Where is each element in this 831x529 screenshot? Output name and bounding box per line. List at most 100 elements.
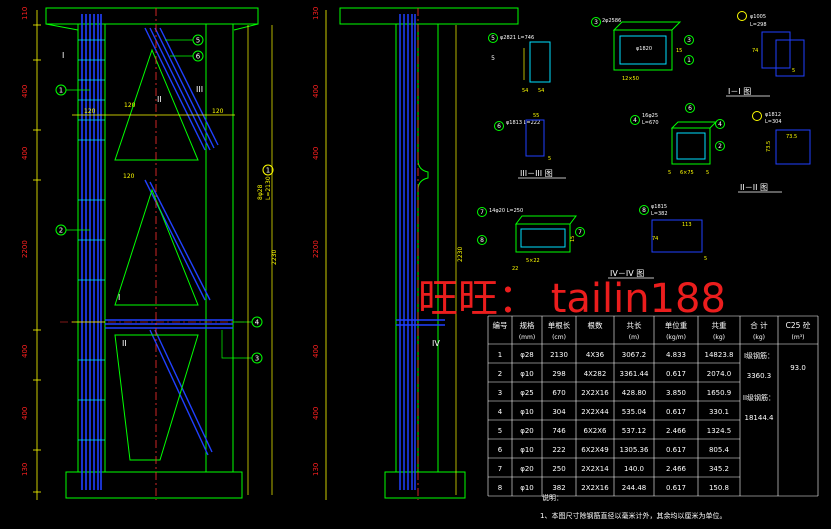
svg-text:2φ2586: 2φ2586 <box>602 18 621 24</box>
svg-text:5: 5 <box>548 156 551 162</box>
table-cell-5-2: 222 <box>552 446 565 454</box>
table-cell-1-5: 0.617 <box>666 370 686 378</box>
svg-text:113: 113 <box>682 222 692 228</box>
svg-text:73.5: 73.5 <box>766 141 772 152</box>
svg-text:6: 6 <box>196 53 201 61</box>
dim-right-4: 400 <box>312 345 320 358</box>
table-cell-5-0: 6 <box>498 446 503 454</box>
svg-text:1: 1 <box>687 57 691 64</box>
small-dim-0: 120 <box>84 108 96 115</box>
section-III-title: III－III 图 <box>520 169 553 178</box>
svg-text:55: 55 <box>533 113 539 119</box>
table-total-label-1: I级钢筋： <box>744 351 774 360</box>
table-cell-4-6: 1324.5 <box>707 427 732 435</box>
table-header-unit-2: (cm) <box>552 334 566 341</box>
table-cell-5-5: 0.617 <box>666 446 686 454</box>
svg-text:L=670: L=670 <box>642 120 659 126</box>
dim-right-3: 2200 <box>312 240 320 258</box>
bar-note-1: 8φ28 <box>257 184 264 200</box>
svg-text:φ1815: φ1815 <box>651 204 667 210</box>
svg-text:16φ25: 16φ25 <box>642 113 658 119</box>
table-header-unit-4: (m) <box>629 334 640 341</box>
table-concrete-value: 93.0 <box>790 364 806 372</box>
section-II-title: II－II 图 <box>740 183 768 192</box>
svg-text:3: 3 <box>594 19 598 26</box>
notes-line-1: 1、本图尺寸除钢筋直径以毫米计外，其余均以厘米为单位。 <box>540 511 726 520</box>
table-cell-2-5: 3.850 <box>666 389 686 397</box>
table-cell-1-4: 3361.44 <box>620 370 649 378</box>
right-part-mark: 1 <box>266 167 270 175</box>
svg-text:7: 7 <box>578 229 582 236</box>
svg-text:5: 5 <box>706 170 709 176</box>
table-header-7: 合 计 <box>750 320 768 330</box>
svg-text:4: 4 <box>633 117 637 124</box>
part-mark-1: 1 <box>55 84 90 96</box>
table-cell-0-2: 2130 <box>550 351 568 359</box>
table-cell-7-0: 8 <box>498 484 502 492</box>
dim-right-2: 400 <box>312 147 320 160</box>
svg-text:54: 54 <box>538 88 544 94</box>
svg-text:φ1813 L=222: φ1813 L=222 <box>506 120 540 126</box>
table-header-5: 单位重 <box>665 320 688 330</box>
table-total-value-2: 18144.4 <box>745 414 774 422</box>
svg-text:4: 4 <box>255 319 260 327</box>
dim-left-1: 400 <box>21 85 29 98</box>
svg-text:5: 5 <box>491 55 495 62</box>
table-cell-5-3: 6X2X49 <box>581 446 608 454</box>
table-header-unit-6: (kg) <box>713 334 725 341</box>
table-header-3: 根数 <box>588 320 603 330</box>
table-header-unit-7: (kg) <box>753 334 765 341</box>
dim-left-3: 2200 <box>21 240 29 258</box>
table-cell-0-5: 4.833 <box>666 351 686 359</box>
detail-item-4: 4 16φ25 L=670 5 6×75 5 6 4 2 <box>630 103 725 176</box>
table-cell-6-0: 7 <box>498 465 502 473</box>
svg-text:7: 7 <box>480 209 484 216</box>
table-cell-4-5: 2.466 <box>666 427 687 435</box>
table-cell-5-6: 805.4 <box>709 446 730 454</box>
svg-text:L=382: L=382 <box>651 211 668 217</box>
table-cell-7-2: 382 <box>552 484 565 492</box>
table-cell-6-6: 345.2 <box>709 465 729 473</box>
table-cell-7-5: 0.617 <box>666 484 686 492</box>
svg-text:3: 3 <box>255 355 259 363</box>
svg-text:22: 22 <box>512 266 518 272</box>
bar-note-2: L=2130 <box>265 176 272 200</box>
svg-text:73.5: 73.5 <box>786 134 797 140</box>
svg-text:5: 5 <box>704 256 707 262</box>
table-cell-6-1: φ20 <box>520 465 534 473</box>
table-cell-0-1: φ28 <box>520 351 534 359</box>
svg-text:5: 5 <box>792 68 795 74</box>
svg-text:2: 2 <box>59 227 63 235</box>
rebar-table: 编号规格(mm)单根长(cm)根数共长(m)单位重(kg/m)共重(kg)合 计… <box>487 315 819 497</box>
table-cell-2-0: 3 <box>498 389 502 397</box>
svg-text:φ2821 L=746: φ2821 L=746 <box>500 35 534 41</box>
svg-text:14φ20 L=250: 14φ20 L=250 <box>489 208 523 214</box>
table-cell-4-3: 6X2X6 <box>584 427 607 435</box>
table-header-8: C25 砼 <box>786 320 811 330</box>
table-cell-3-2: 304 <box>552 408 566 416</box>
svg-text:6: 6 <box>497 123 501 130</box>
part-mark-4: 4 <box>233 316 263 328</box>
cut-II-bottom: II <box>122 339 127 348</box>
svg-text:6×75: 6×75 <box>680 170 694 176</box>
center-dim: 2230 <box>271 250 278 265</box>
table-cell-6-5: 2.466 <box>666 465 687 473</box>
table-cell-7-6: 150.8 <box>709 484 729 492</box>
svg-text:L=304: L=304 <box>765 119 782 125</box>
table-cell-7-1: φ10 <box>520 484 534 492</box>
svg-text:5×22: 5×22 <box>526 258 540 264</box>
dim-left-6: 130 <box>21 463 29 476</box>
table-header-2: 单根长 <box>548 320 571 330</box>
dim-left-0: 110 <box>21 7 29 20</box>
table-cell-0-0: 1 <box>498 351 502 359</box>
table-cell-4-1: φ20 <box>520 427 534 435</box>
table-cell-2-2: 670 <box>552 389 565 397</box>
table-cell-3-5: 0.617 <box>666 408 686 416</box>
svg-text:φ1005: φ1005 <box>750 14 766 20</box>
part-mark-5: 5 <box>165 34 204 46</box>
cut-II-mark: II <box>157 95 162 104</box>
dim-right-1: 400 <box>312 85 320 98</box>
detail-item-8: 8 φ1815 L=382 113 74 5 <box>639 204 707 262</box>
table-cell-3-4: 535.04 <box>622 408 647 416</box>
